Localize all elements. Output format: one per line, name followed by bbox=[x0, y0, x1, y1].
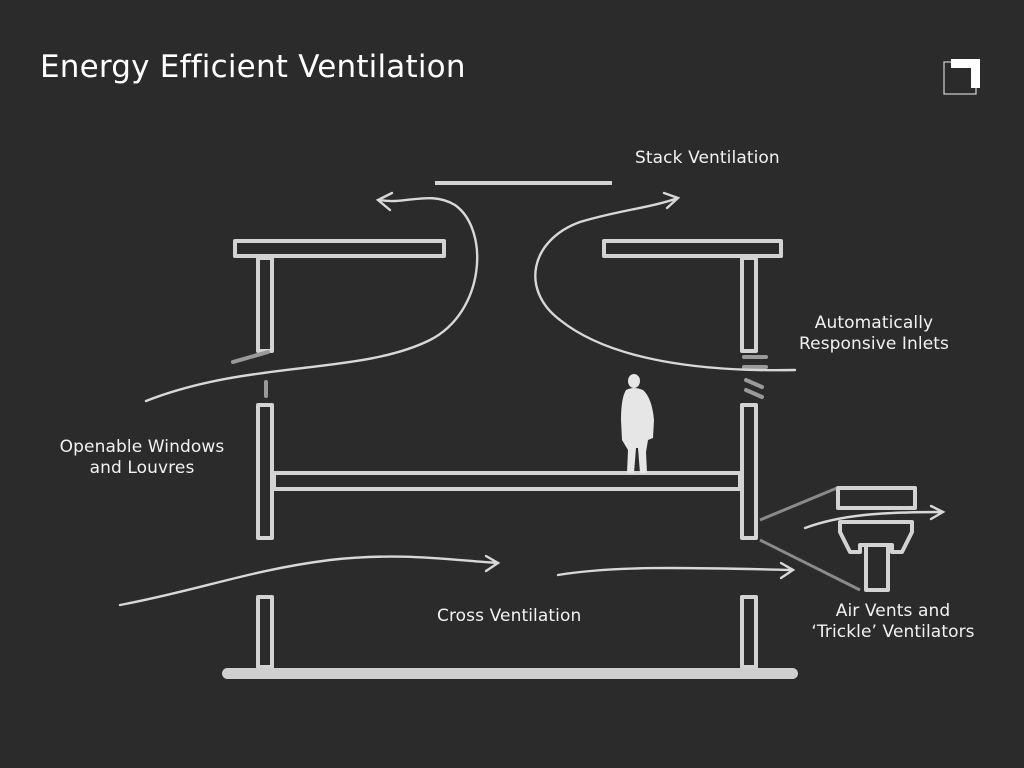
arrowhead-icon bbox=[929, 504, 946, 521]
upper-wall-left bbox=[256, 256, 274, 353]
openable-windows-label: Openable Windows and Louvres bbox=[46, 437, 238, 479]
person-silhouette-icon bbox=[621, 374, 654, 473]
openable-windows-line1: Openable Windows bbox=[59, 437, 225, 457]
roof-slab-right bbox=[602, 239, 783, 258]
stack-flow-right bbox=[534, 196, 797, 372]
page-title: Energy Efficient Ventilation bbox=[40, 49, 466, 85]
air-vent-leader-top bbox=[759, 486, 838, 522]
trickle-vent-body bbox=[838, 520, 914, 554]
responsive-inlets-label: Automatically Responsive Inlets bbox=[788, 313, 960, 355]
responsive-inlet-3 bbox=[744, 378, 764, 389]
cross-ventilation-label: Cross Ventilation bbox=[437, 606, 582, 626]
stack-ventilation-label: Stack Ventilation bbox=[635, 148, 780, 168]
responsive-inlet-4 bbox=[744, 388, 764, 399]
lower-wall-left bbox=[256, 595, 274, 669]
arrowhead-icon bbox=[484, 554, 501, 573]
trickle-vent-stem bbox=[864, 545, 890, 592]
cross-flow-left bbox=[118, 555, 500, 607]
middle-wall-left bbox=[256, 403, 274, 540]
floor-slab bbox=[272, 471, 742, 491]
air-vent-flow bbox=[803, 510, 944, 530]
cross-flow-right bbox=[556, 566, 794, 577]
stack-flow-left bbox=[144, 197, 479, 403]
air-vents-label: Air Vents and ‘Trickle’ Ventilators bbox=[795, 601, 991, 643]
corner-bracket-icon bbox=[943, 59, 980, 95]
openable-window-louvre bbox=[231, 350, 270, 364]
ground-line bbox=[222, 668, 798, 679]
responsive-inlets-line2: Responsive Inlets bbox=[798, 334, 950, 354]
trickle-vent-top bbox=[836, 486, 917, 510]
lower-wall-right bbox=[740, 595, 758, 669]
middle-wall-right bbox=[740, 403, 758, 540]
roof-slab-left bbox=[233, 239, 446, 258]
air-vents-line2: ‘Trickle’ Ventilators bbox=[811, 622, 975, 642]
air-vent-leader-bottom bbox=[759, 538, 861, 592]
air-vents-line1: Air Vents and bbox=[835, 601, 951, 621]
arrowhead-icon bbox=[662, 191, 681, 210]
upper-wall-right bbox=[740, 256, 758, 353]
arrowhead-icon bbox=[779, 561, 796, 580]
arrowhead-icon bbox=[375, 191, 394, 212]
responsive-inlets-line1: Automatically bbox=[814, 313, 934, 333]
openable-windows-line2: and Louvres bbox=[89, 458, 195, 478]
